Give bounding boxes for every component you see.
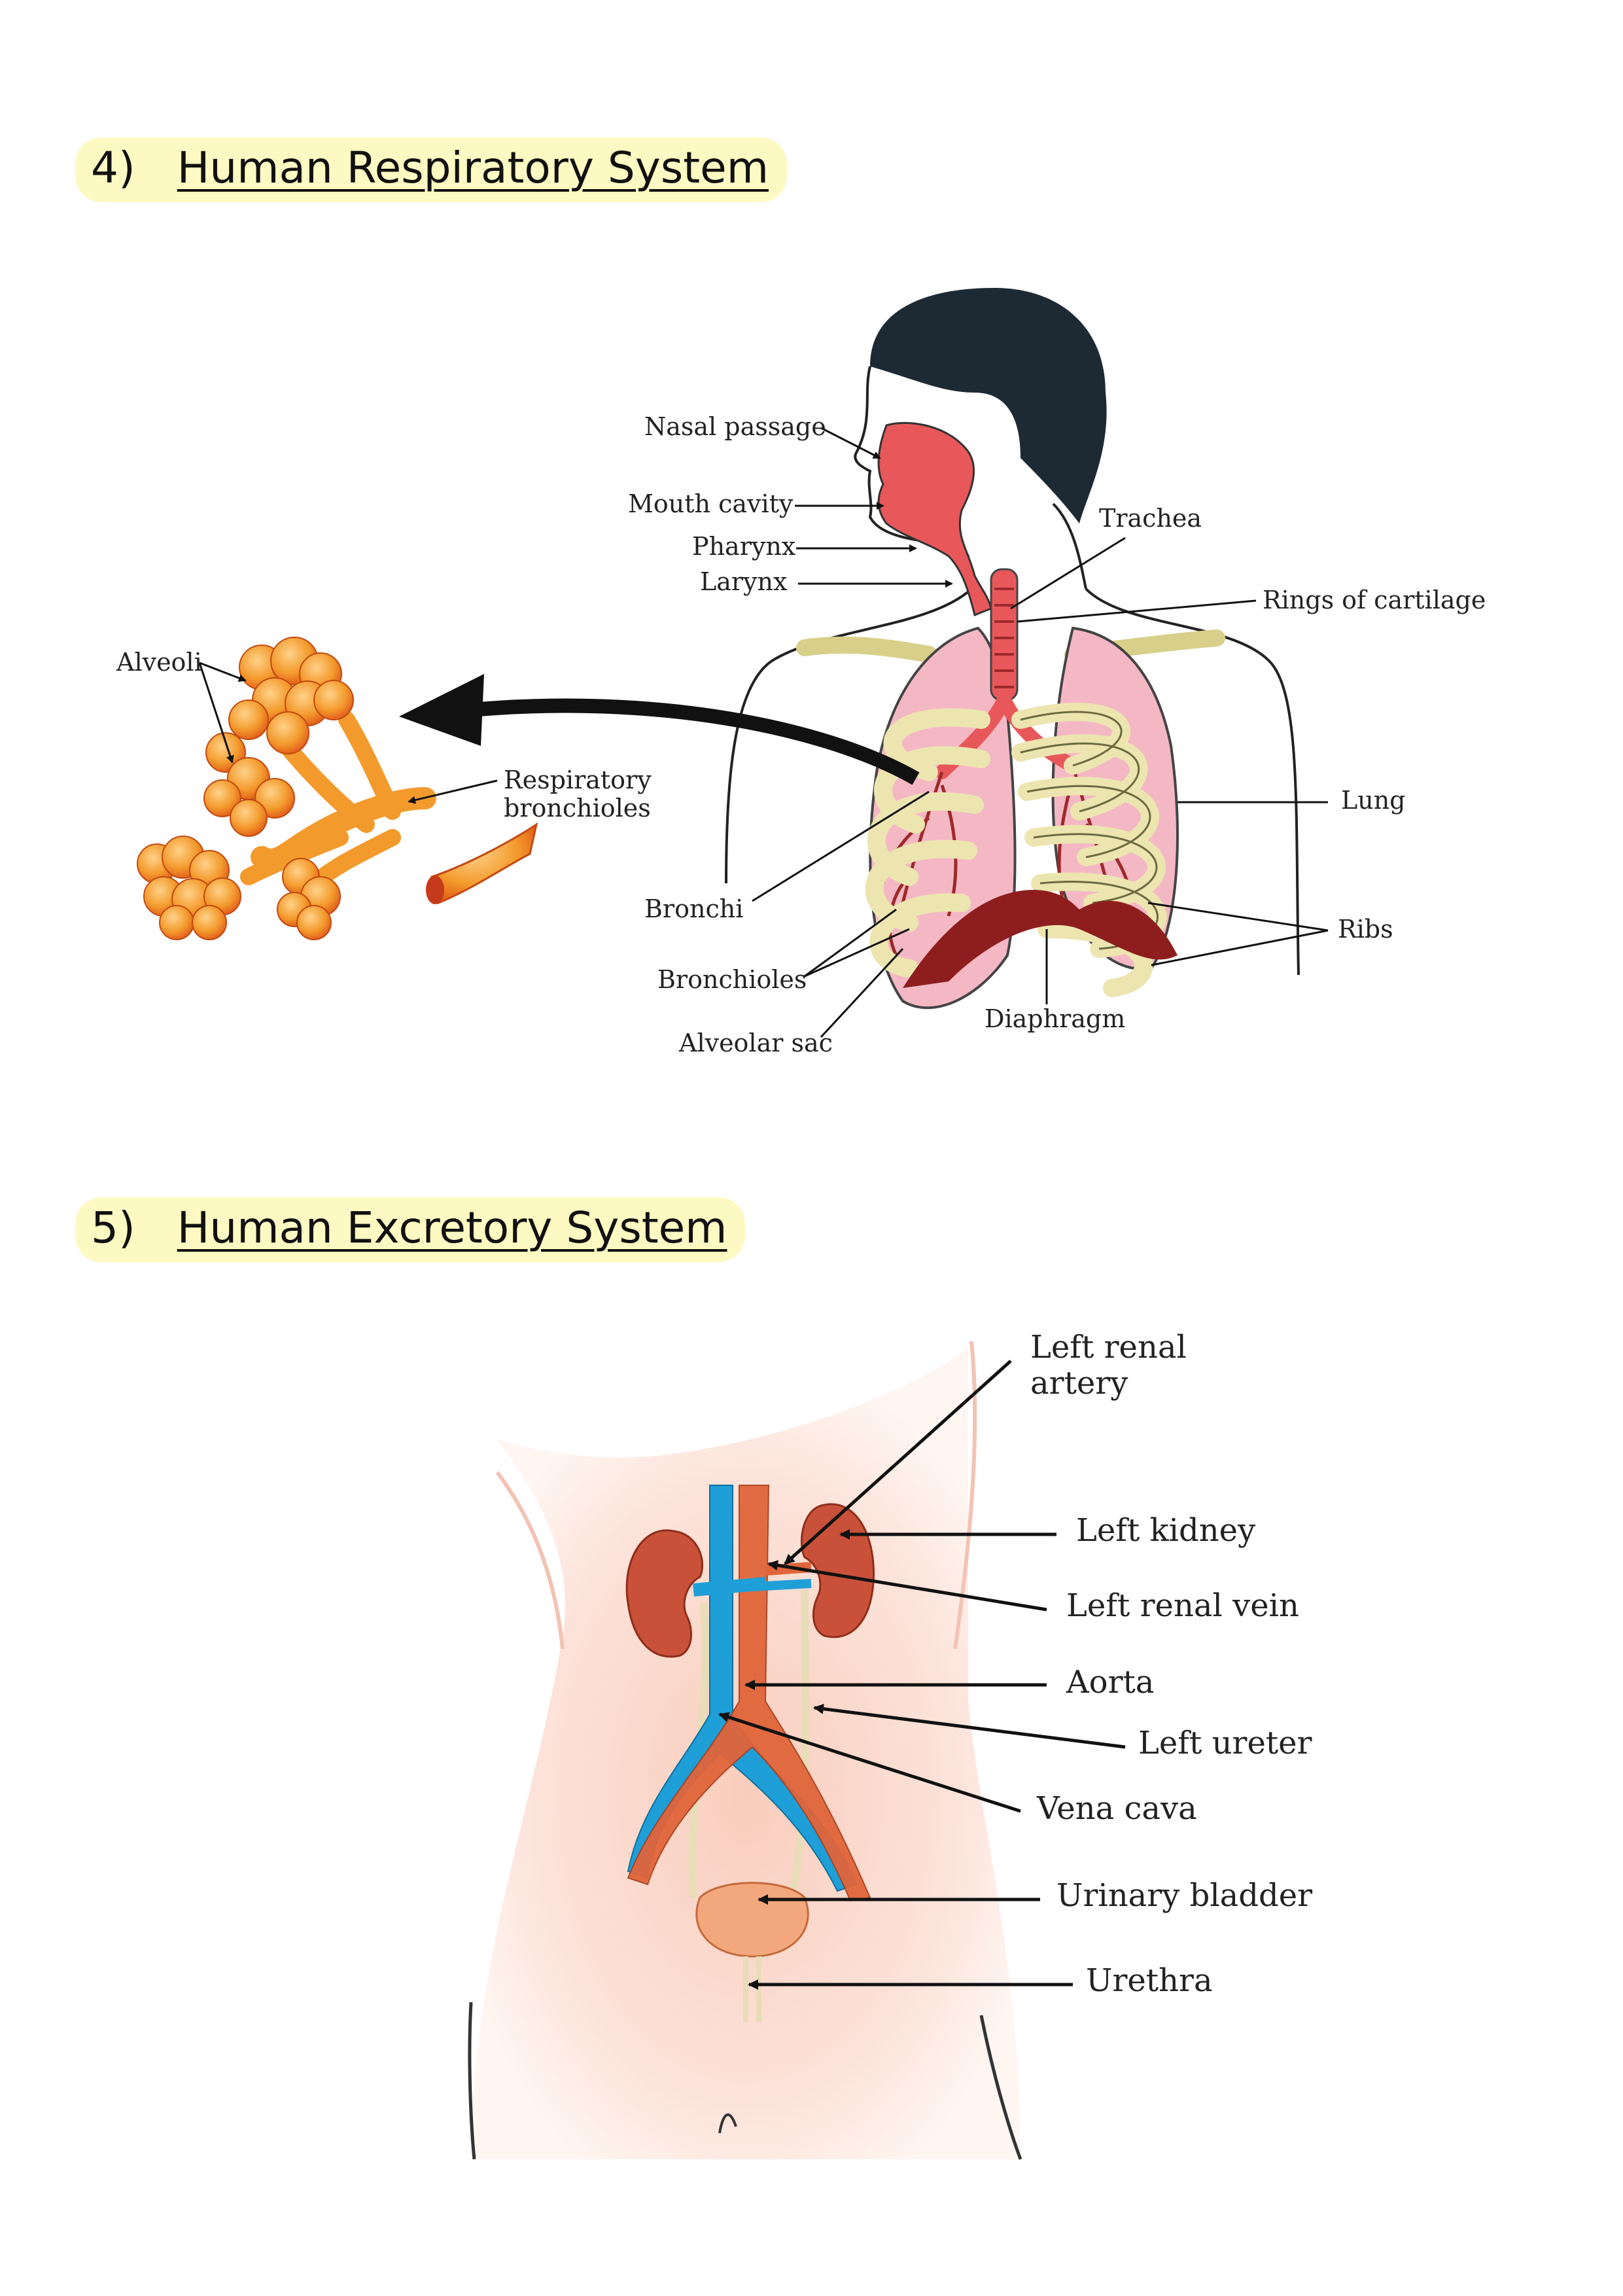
label-left-ureter: Left ureter [1138, 1725, 1312, 1761]
aorta-shape [627, 1485, 871, 1902]
label-lung: Lung [1341, 786, 1406, 815]
label-left-kidney: Left kidney [1076, 1512, 1255, 1549]
zoom-arrow-head [399, 674, 484, 746]
urinary-bladder-shape [695, 1882, 809, 1958]
alveoli-cluster [137, 637, 538, 940]
label-respiratory-bronchioles-line2: bronchioles [504, 794, 651, 822]
section-title-respiratory: 4) Human Respiratory System [75, 137, 787, 202]
collarbone-left [796, 636, 937, 663]
label-trachea: Trachea [1099, 504, 1202, 533]
section-title-excretory: 5) Human Excretory System [75, 1197, 746, 1262]
label-pharynx: Pharynx [692, 532, 795, 561]
label-left-renal-vein: Left renal vein [1066, 1587, 1299, 1624]
diaphragm-shape [903, 890, 1178, 988]
excretory-leader-lines [718, 1360, 1126, 1990]
label-nasal-passage: Nasal passage [644, 412, 826, 441]
label-larynx: Larynx [700, 567, 787, 596]
label-diaphragm: Diaphragm [985, 1004, 1125, 1033]
label-left-renal-artery-line1: Left renal [1030, 1329, 1187, 1366]
label-aorta: Aorta [1066, 1664, 1154, 1701]
label-urinary-bladder: Urinary bladder [1056, 1877, 1312, 1914]
label-bronchioles: Bronchioles [657, 965, 807, 994]
kidney-right [625, 1529, 704, 1658]
renal-vein-left [752, 1579, 812, 1591]
label-respiratory-bronchioles-line1: Respiratory [504, 766, 652, 794]
label-ribs: Ribs [1338, 915, 1393, 944]
respiratory-leader-lines [198, 427, 1329, 1038]
human-figure-outline [725, 288, 1300, 976]
kidney-left [800, 1503, 875, 1638]
label-mouth-cavity: Mouth cavity [628, 489, 794, 518]
label-vena-cava: Vena cava [1036, 1790, 1197, 1827]
section-heading: Human Excretory System [177, 1203, 727, 1253]
section-number: 4) [91, 143, 135, 193]
label-left-renal-artery-line2: artery [1030, 1365, 1128, 1402]
section-heading: Human Respiratory System [177, 143, 769, 193]
label-urethra: Urethra [1086, 1962, 1213, 1999]
label-alveoli: Alveoli [116, 648, 202, 677]
label-rings-of-cartilage: Rings of cartilage [1263, 586, 1486, 614]
ureter-left [788, 1589, 810, 1899]
urethra-shape [743, 1956, 761, 2022]
section-number: 5) [91, 1203, 135, 1253]
zoom-arrow [470, 698, 920, 785]
label-bronchi: Bronchi [644, 894, 743, 923]
label-alveolar-sac: Alveolar sac [678, 1029, 833, 1057]
